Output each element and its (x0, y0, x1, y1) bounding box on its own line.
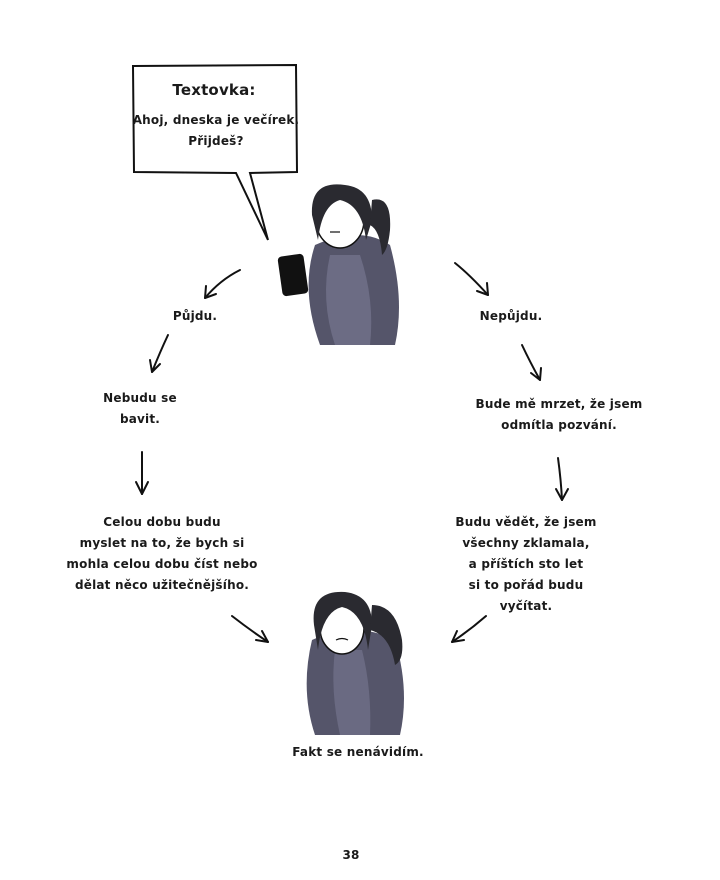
speech-line: Ahoj, dneska je večírek. (132, 113, 300, 127)
arrow-left-1 (204, 269, 241, 299)
left-step-2: Nebudu se bavit. (103, 388, 177, 430)
step-line: a příštích sto let (468, 557, 584, 571)
girl-with-phone-illustration (277, 184, 399, 345)
step-line: odmítla pozvání. (501, 418, 617, 432)
step-line: Celou dobu budu (103, 515, 221, 529)
arrow-right-1 (454, 262, 489, 296)
right-step-3: Budu vědět, že jsem všechny zklamala, a … (455, 512, 596, 617)
arrow-left-4 (231, 615, 269, 643)
left-step-3: Celou dobu budu myslet na to, že bych si… (66, 512, 257, 596)
step-line: myslet na to, že bych si (79, 536, 245, 550)
step-line: dělat něco užitečnějšího. (74, 578, 250, 592)
step-line: vyčítat. (499, 599, 553, 613)
sad-girl-illustration (306, 591, 404, 735)
step-line: si to pořád budu (468, 578, 584, 592)
page-number: 38 (342, 848, 360, 862)
arrow-right-4 (451, 615, 487, 643)
speech-bubble-outline (131, 63, 299, 241)
step-line: Nebudu se (103, 391, 177, 405)
arrow-left-2 (149, 334, 169, 373)
speech-bubble-title: Textovka: (172, 81, 256, 99)
speech-line: Přijdeš? (188, 134, 244, 148)
right-step-2: Bude mě mrzet, že jsem odmítla pozvání. (475, 394, 642, 436)
step-line: všechny zklamala, (462, 536, 590, 550)
step-line: mohla celou dobu číst nebo (66, 557, 258, 571)
arrow-left-3 (135, 451, 149, 495)
left-step-1: Půjdu. (173, 306, 217, 327)
step-line: Půjdu. (172, 309, 218, 323)
conclusion-text: Fakt se nenávidím. (292, 745, 424, 759)
flow-arrows (135, 262, 569, 643)
step-line: bavit. (119, 412, 161, 426)
arrow-right-3 (555, 457, 569, 501)
speech-bubble-text: Ahoj, dneska je večírek. Přijdeš? (133, 110, 300, 152)
arrow-right-2 (521, 344, 542, 381)
right-step-1: Nepůjdu. (480, 306, 543, 327)
step-line: Bude mě mrzet, že jsem (475, 397, 643, 411)
step-line: Budu vědět, že jsem (455, 515, 597, 529)
step-line: Nepůjdu. (479, 309, 543, 323)
